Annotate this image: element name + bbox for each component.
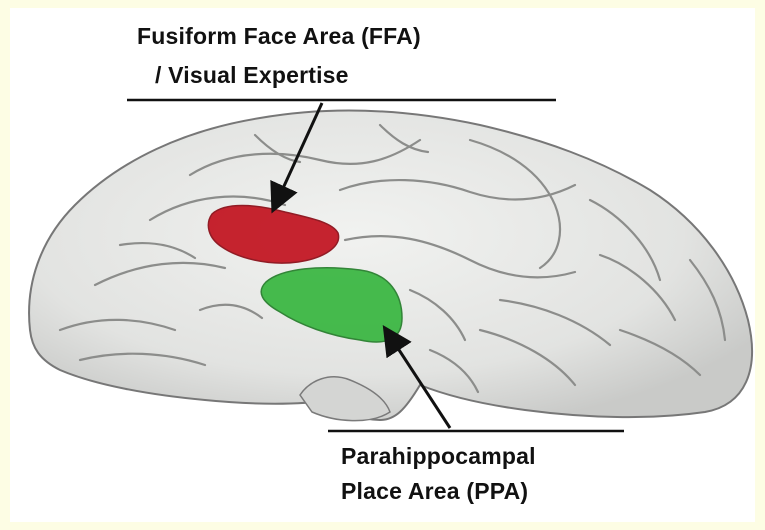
ppa-sublabel: Place Area (PPA): [341, 477, 528, 506]
ffa-sublabel: / Visual Expertise: [155, 61, 349, 90]
ppa-label: Parahippocampal: [341, 442, 536, 471]
ffa-label: Fusiform Face Area (FFA): [137, 22, 421, 51]
